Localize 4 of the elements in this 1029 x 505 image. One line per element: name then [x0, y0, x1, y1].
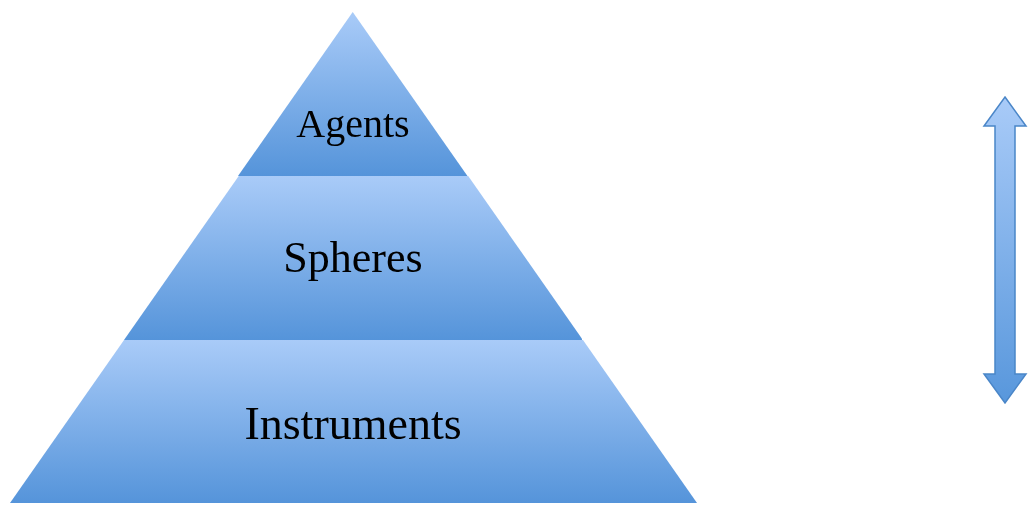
- tier-label: Instruments: [244, 397, 462, 451]
- pyramid-tier: [9, 340, 697, 503]
- tier-label: Agents: [296, 100, 410, 148]
- tier-label: Spheres: [283, 232, 423, 284]
